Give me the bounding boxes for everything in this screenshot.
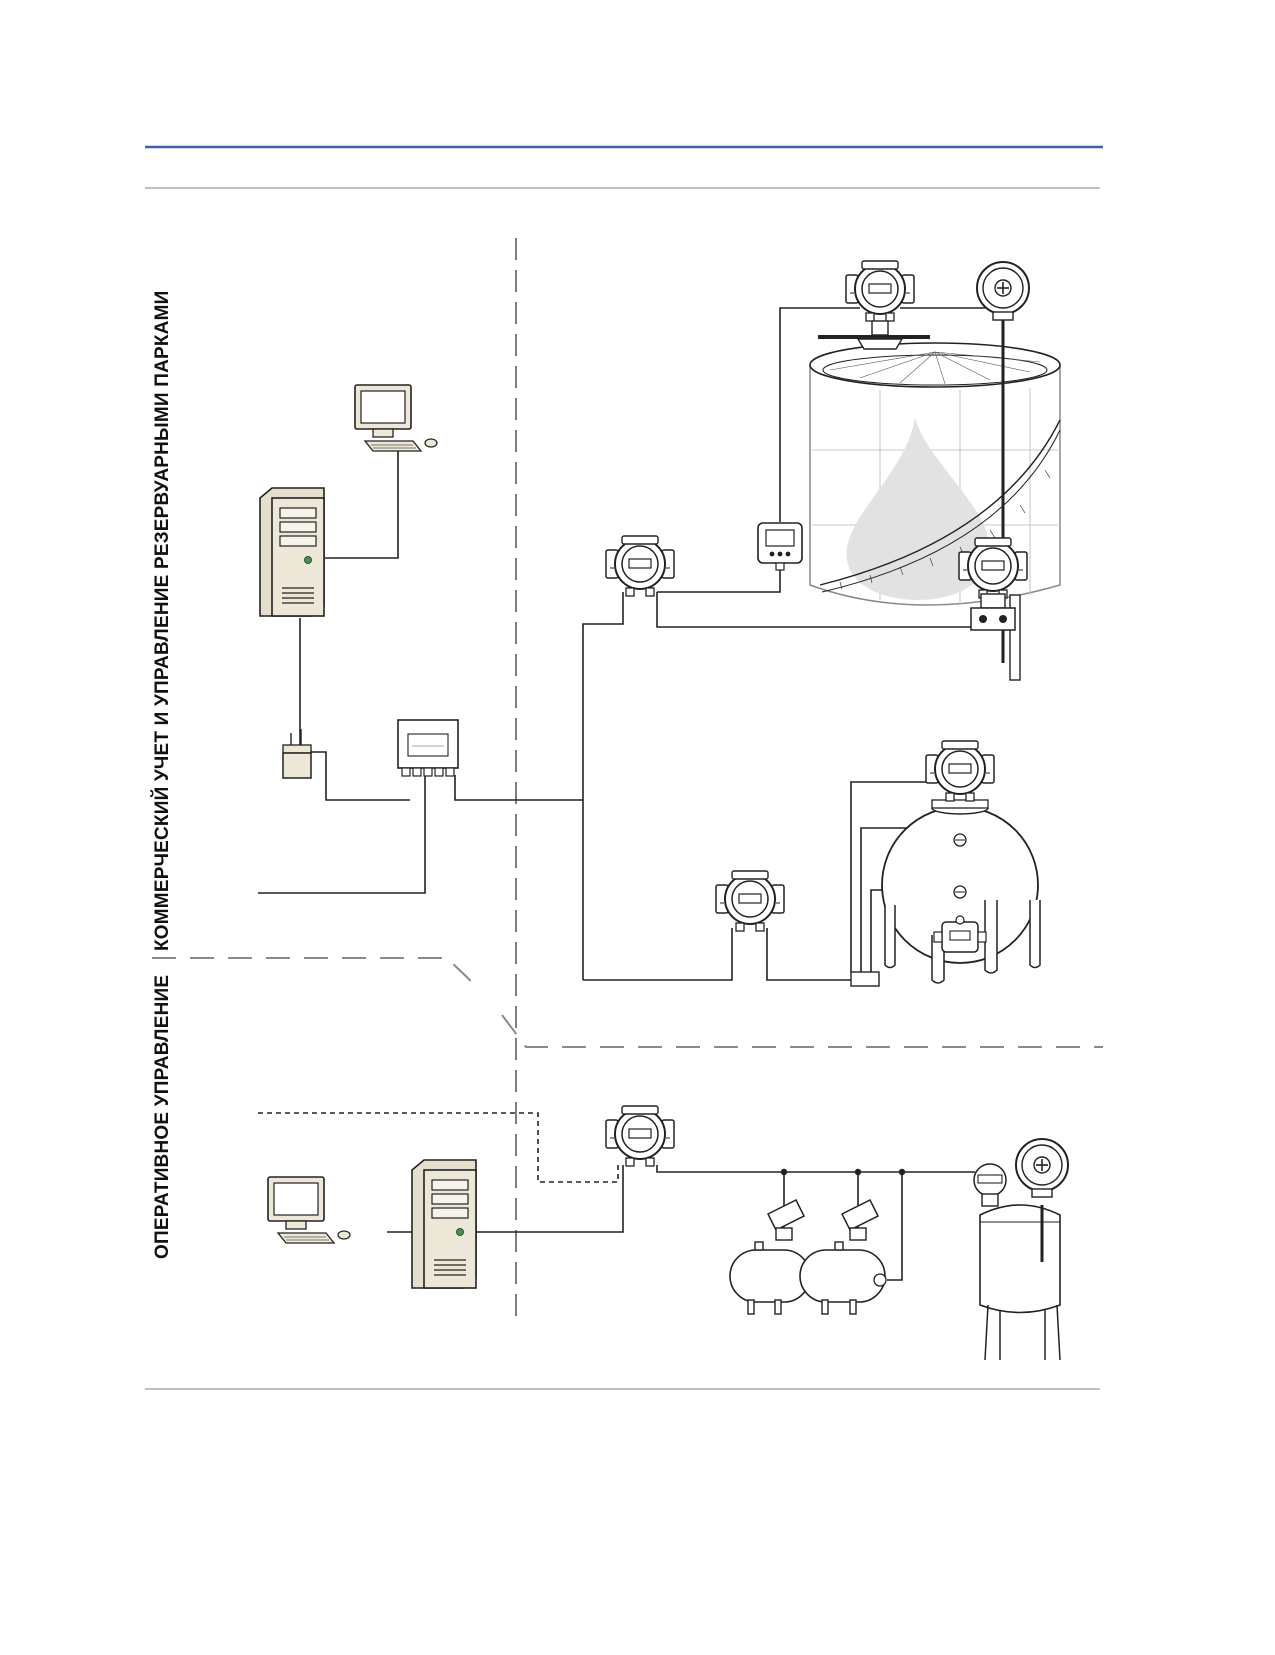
gauge-head-icon [1015,1138,1069,1198]
drop-watermark [846,418,990,600]
field-junction-box-icon [397,719,459,777]
field-transmitter-icon [605,535,675,597]
radar-gauge-icon [845,260,915,350]
temperature-transmitter-icon [933,915,987,953]
field-transmitter-icon [715,870,785,932]
radar-gauge-icon [925,740,995,802]
radar-gauge-icon [973,1163,1007,1207]
workstation-icon [267,1176,351,1244]
wireless-gateway-icon [282,729,312,779]
server-tower-icon [259,487,325,617]
section-label-tank-management: КОММЕРЧЕСКИЙ УЧЕТ И УПРАВЛЕНИЕ РЕЗЕРВУАР… [152,290,173,951]
vertical-vessel-icon [979,1204,1061,1361]
dashed-link [258,1112,619,1183]
section-divider-lower [501,1014,1103,1048]
section-label-operations: ОПЕРАТИВНОЕ УПРАВЛЕНИЕ [152,974,173,1259]
server-tower-icon [411,1159,477,1289]
local-display-icon [757,522,803,571]
horizontal-tank-icon [729,1241,887,1315]
radar-gauge-icon [840,1198,880,1241]
section-divider [152,957,476,986]
radar-gauge-icon [766,1198,806,1241]
pressure-transmitter-icon [958,537,1028,631]
field-transmitter-icon [605,1105,675,1167]
wire-junction-dots [780,1168,906,1176]
workstation-icon [354,384,438,452]
sphere-tank-icon [850,799,1041,987]
storage-tank-icon [809,335,1061,681]
